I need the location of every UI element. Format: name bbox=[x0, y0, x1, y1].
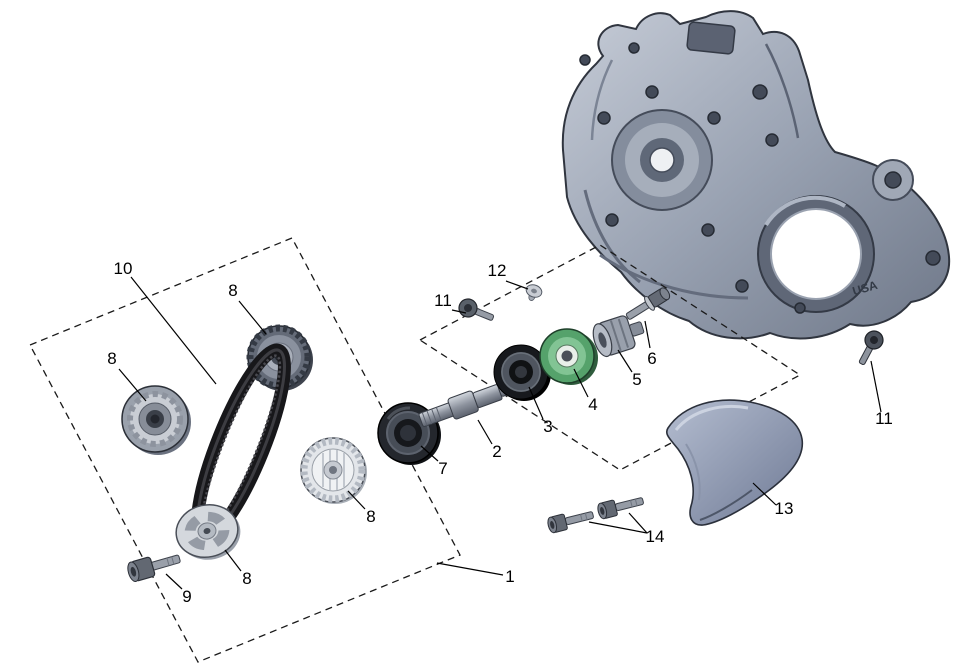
part-label-9: 9 bbox=[182, 587, 191, 606]
part-2-shaft bbox=[418, 380, 519, 427]
part-5-impeller bbox=[592, 315, 645, 358]
leader-3 bbox=[528, 386, 544, 420]
leader-12 bbox=[505, 280, 529, 290]
part-label-8-plate: 8 bbox=[242, 569, 251, 588]
part-label-14: 14 bbox=[646, 527, 665, 546]
part-8-impeller-plate bbox=[175, 504, 241, 560]
exploded-group-boundaries bbox=[29, 237, 802, 663]
part-label-8-bearing: 8 bbox=[107, 349, 116, 368]
part-label-13: 13 bbox=[775, 499, 794, 518]
part-label-4: 4 bbox=[588, 395, 597, 414]
part-label-2: 2 bbox=[492, 442, 501, 461]
leader-8-bearing bbox=[118, 368, 147, 402]
part-13-cover bbox=[665, 399, 804, 526]
leader-14a bbox=[628, 512, 648, 534]
part-8-bearing-left bbox=[121, 385, 191, 455]
part-label-12: 12 bbox=[488, 261, 507, 280]
part-4-mechanical-seal bbox=[539, 328, 598, 385]
part-labels: 10 8 8 12 11 6 5 4 3 2 7 8 8 9 1 13 14 1… bbox=[107, 259, 893, 606]
dashed-boundary-right-group bbox=[418, 244, 802, 471]
part-label-6: 6 bbox=[647, 349, 656, 368]
part-6-bolt bbox=[625, 287, 671, 320]
leader-2 bbox=[477, 419, 493, 445]
part-label-5: 5 bbox=[632, 370, 641, 389]
leader-14b bbox=[588, 521, 648, 534]
part-label-8-gear: 8 bbox=[366, 507, 375, 526]
case-center-bore bbox=[611, 109, 713, 211]
part-label-10: 10 bbox=[114, 259, 133, 278]
part-11-screw-left bbox=[458, 298, 495, 321]
leader-6 bbox=[644, 320, 651, 349]
part-14-bolt-b bbox=[597, 497, 644, 520]
leader-lines bbox=[118, 276, 882, 590]
leader-13 bbox=[752, 482, 777, 506]
part-label-3: 3 bbox=[543, 417, 552, 436]
leader-5 bbox=[617, 349, 633, 373]
leader-10 bbox=[130, 276, 217, 385]
case-top-slot bbox=[686, 21, 736, 55]
leader-4 bbox=[573, 368, 589, 398]
part-label-8-pulley: 8 bbox=[228, 281, 237, 300]
part-label-1: 1 bbox=[505, 567, 514, 586]
dashed-boundary-left-group bbox=[29, 237, 461, 663]
leader-11-right bbox=[870, 360, 882, 413]
case-bolt-holes bbox=[579, 42, 941, 314]
leader-7 bbox=[420, 445, 439, 462]
part-label-11-right: 11 bbox=[875, 409, 893, 428]
leader-8-gear bbox=[347, 490, 366, 510]
case-large-opening bbox=[757, 195, 875, 313]
part-9-bolt bbox=[127, 554, 181, 582]
leader-11-left bbox=[451, 309, 467, 314]
part-label-7: 7 bbox=[438, 459, 447, 478]
crankcase-half: USA bbox=[561, 10, 951, 340]
leader-8-pulley bbox=[238, 300, 267, 335]
part-3-oil-seal bbox=[493, 344, 551, 401]
part-12-washer bbox=[525, 284, 543, 301]
part-label-11-left: 11 bbox=[434, 291, 452, 310]
leader-8-plate bbox=[224, 549, 242, 572]
leader-1 bbox=[436, 562, 504, 576]
part-8-driven-gear bbox=[300, 437, 367, 504]
part-11-screw-right bbox=[858, 330, 884, 366]
leader-9 bbox=[165, 573, 183, 590]
case-usa-cast-text: USA bbox=[851, 278, 880, 299]
part-14-bolt-a bbox=[547, 511, 594, 534]
